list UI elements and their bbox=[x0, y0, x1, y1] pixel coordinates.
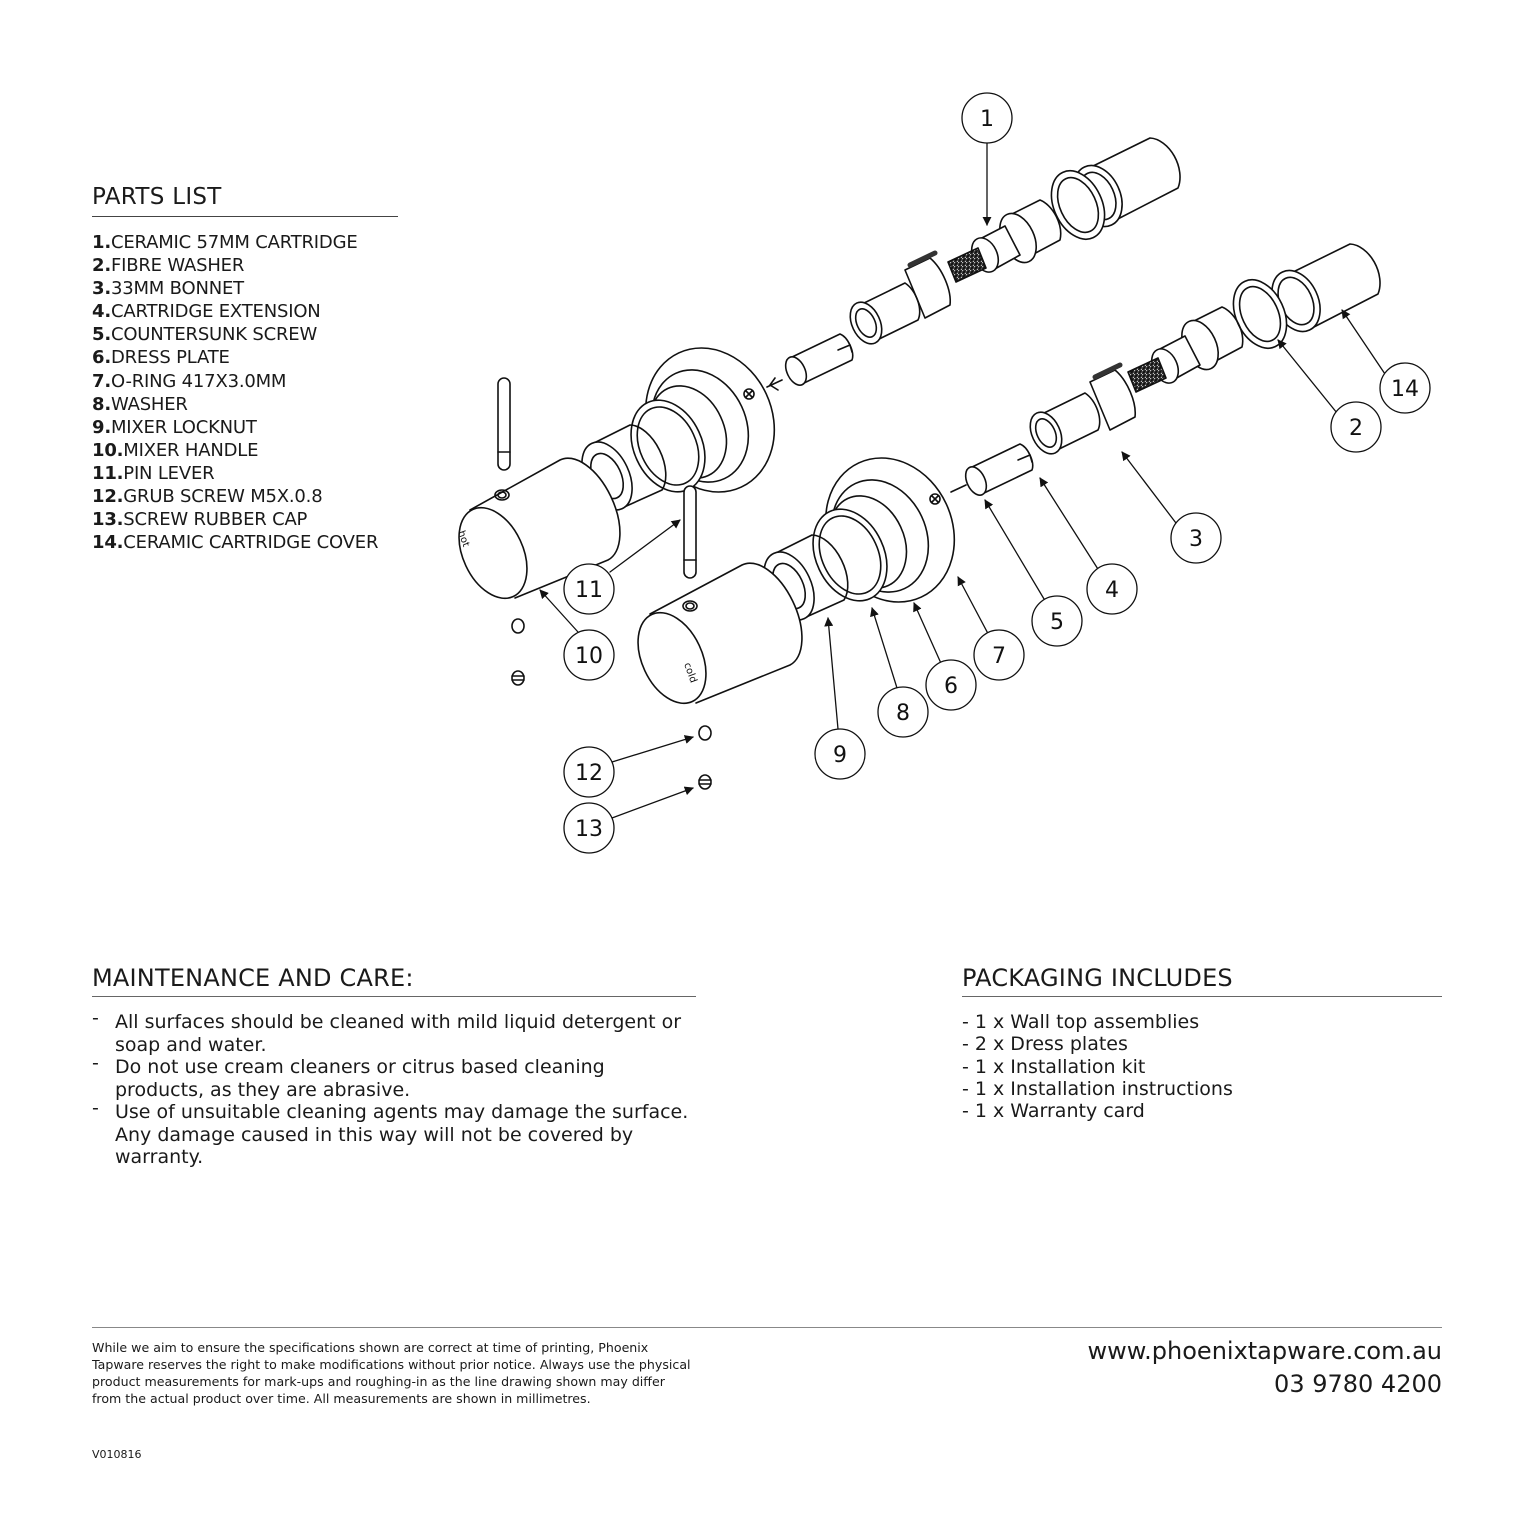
svg-text:8: 8 bbox=[896, 701, 910, 726]
callout-13: 13 bbox=[563, 802, 615, 854]
svg-text:9: 9 bbox=[833, 743, 847, 768]
svg-text:11: 11 bbox=[575, 578, 603, 603]
callout-8: 8 bbox=[877, 686, 929, 738]
callout-2: 2 bbox=[1330, 401, 1382, 453]
mixer-handle-hot: hot bbox=[455, 457, 621, 600]
maintenance-section: MAINTENANCE AND CARE: All surfaces shoul… bbox=[92, 964, 696, 1169]
exploded-assembly-diagram: hot bbox=[455, 92, 1431, 854]
parts-list-item: 1.CERAMIC 57MM CARTRIDGE bbox=[92, 232, 358, 253]
fibre-washer-upper bbox=[1050, 170, 1106, 240]
bonnet-lower bbox=[1029, 362, 1137, 455]
o-ring-lower bbox=[812, 508, 888, 602]
parts-list-item: 10.MIXER HANDLE bbox=[92, 439, 259, 461]
callout-10: 10 bbox=[563, 629, 615, 681]
parts-list-title: PARTS LIST bbox=[92, 184, 398, 217]
packaging-item: - 1 x Installation kit bbox=[962, 1055, 1146, 1078]
maintenance-title: MAINTENANCE AND CARE: bbox=[92, 964, 696, 997]
parts-list-item: 14.CERAMIC CARTRIDGE COVER bbox=[92, 532, 379, 554]
callout-12: 12 bbox=[563, 746, 615, 798]
version-code: V010816 bbox=[92, 1448, 142, 1461]
packaging-item: - 1 x Installation instructions bbox=[962, 1077, 1233, 1100]
svg-text:12: 12 bbox=[575, 761, 603, 786]
svg-text:14: 14 bbox=[1391, 377, 1419, 402]
callout-5: 5 bbox=[1031, 595, 1083, 647]
parts-list-items: 1.CERAMIC 57MM CARTRIDGE 2.FIBRE WASHER … bbox=[92, 231, 398, 554]
packaging-section: PACKAGING INCLUDES - 1 x Wall top assemb… bbox=[962, 964, 1442, 1122]
svg-text:4: 4 bbox=[1105, 578, 1119, 603]
callout-1: 1 bbox=[961, 92, 1013, 144]
packaging-title: PACKAGING INCLUDES bbox=[962, 964, 1442, 997]
maintenance-list: All surfaces should be cleaned with mild… bbox=[92, 1007, 696, 1169]
callout-9: 9 bbox=[814, 728, 866, 780]
parts-list-item: 7.O-RING 417X3.0MM bbox=[92, 370, 287, 392]
svg-text:5: 5 bbox=[1050, 610, 1064, 635]
packaging-item: - 1 x Wall top assemblies bbox=[962, 1011, 1200, 1033]
callout-4: 4 bbox=[1086, 563, 1138, 615]
packaging-item: - 2 x Dress plates bbox=[962, 1033, 1128, 1056]
svg-text:7: 7 bbox=[992, 644, 1006, 669]
packaging-item: - 1 x Warranty card bbox=[962, 1100, 1145, 1123]
packaging-list: - 1 x Wall top assemblies - 2 x Dress pl… bbox=[962, 1011, 1442, 1122]
parts-list-item: 9.MIXER LOCKNUT bbox=[92, 416, 257, 438]
cartridge-lower bbox=[1127, 306, 1244, 393]
loose-grub-screws bbox=[511, 618, 712, 790]
footer-disclaimer: While we aim to ensure the specification… bbox=[92, 1340, 691, 1406]
callout-14: 14 bbox=[1379, 362, 1431, 414]
parts-list: PARTS LIST 1.CERAMIC 57MM CARTRIDGE 2.FI… bbox=[92, 184, 398, 554]
svg-text:3: 3 bbox=[1189, 527, 1203, 552]
svg-text:6: 6 bbox=[944, 674, 958, 699]
website-link[interactable]: www.phoenixtapware.com.au bbox=[1087, 1337, 1442, 1365]
callout-7: 7 bbox=[973, 629, 1025, 681]
parts-list-item: 4.CARTRIDGE EXTENSION bbox=[92, 301, 321, 323]
callout-6: 6 bbox=[925, 659, 977, 711]
pin-lever-hot bbox=[497, 377, 511, 471]
parts-list-item: 6.DRESS PLATE bbox=[92, 347, 230, 369]
parts-list-item: 5.COUNTERSUNK SCREW bbox=[92, 324, 318, 346]
extension-lower bbox=[964, 443, 1034, 496]
svg-text:13: 13 bbox=[575, 817, 603, 842]
maintenance-item: All surfaces should be cleaned with mild… bbox=[92, 1007, 696, 1056]
o-ring-upper bbox=[630, 399, 706, 493]
cold-assembly: cold bbox=[637, 243, 1381, 705]
svg-text:10: 10 bbox=[575, 644, 603, 669]
parts-list-item: 11.PIN LEVER bbox=[92, 462, 215, 484]
maintenance-item: Use of unsuitable cleaning agents may da… bbox=[92, 1097, 696, 1169]
phone-number: 03 9780 4200 bbox=[1274, 1370, 1442, 1398]
bonnet-upper bbox=[849, 250, 952, 345]
cartridge-upper bbox=[947, 199, 1062, 283]
footer-divider bbox=[92, 1327, 1442, 1328]
leader-lines bbox=[539, 142, 1388, 819]
pin-lever-cold bbox=[683, 485, 697, 579]
mixer-handle-cold: cold bbox=[637, 562, 803, 705]
hot-label: hot bbox=[455, 529, 471, 548]
maintenance-item: Do not use cream cleaners or citrus base… bbox=[92, 1052, 696, 1101]
callout-3: 3 bbox=[1170, 512, 1222, 564]
hot-assembly: hot bbox=[455, 137, 1181, 600]
callout-bubbles: 1 2 3 4 5 6 7 8 9 10 11 12 13 14 bbox=[563, 92, 1431, 854]
callout-11: 11 bbox=[563, 563, 615, 615]
parts-list-item: 2.FIBRE WASHER bbox=[92, 255, 245, 277]
svg-text:1: 1 bbox=[980, 107, 994, 132]
extension-upper bbox=[784, 333, 854, 386]
parts-list-item: 3.33MM BONNET bbox=[92, 278, 244, 300]
parts-list-item: 12.GRUB SCREW M5X.0.8 bbox=[92, 486, 323, 508]
svg-text:2: 2 bbox=[1349, 416, 1363, 441]
parts-list-item: 13.SCREW RUBBER CAP bbox=[92, 509, 308, 531]
parts-list-item: 8.WASHER bbox=[92, 393, 188, 415]
